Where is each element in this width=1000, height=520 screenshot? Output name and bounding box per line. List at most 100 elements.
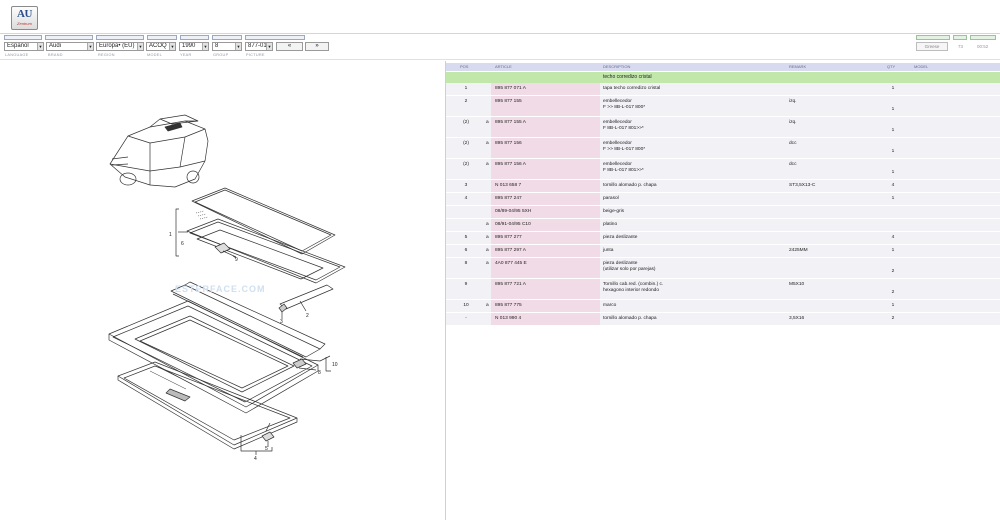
next-button[interactable]: »	[305, 42, 329, 51]
group-select[interactable]: 8 ▼	[212, 42, 242, 51]
cell-variant: a	[486, 222, 489, 227]
cell-article[interactable]: 895 877 155 A	[495, 120, 526, 125]
right-tab-1[interactable]	[916, 35, 950, 40]
article-cell-bg	[491, 258, 600, 278]
tab-2[interactable]	[45, 35, 93, 40]
year-select[interactable]: 1990 ▼	[179, 42, 209, 51]
cell-article[interactable]: 895 877 297 A	[495, 248, 526, 253]
glass-panel	[191, 187, 336, 255]
cell-article[interactable]: N 013 658 7	[495, 183, 522, 188]
prev-button[interactable]: «	[276, 42, 303, 51]
cell-description: embellecedor	[603, 120, 632, 125]
cell-description: embellecedor	[603, 141, 632, 146]
header-description: DESCRIPTION	[603, 64, 631, 69]
label-region: REGION	[98, 53, 115, 57]
cell-remark: ST3,5X13-C	[789, 183, 816, 188]
tab-4[interactable]	[147, 35, 177, 40]
cell-qty: 1	[891, 128, 895, 133]
article-cell-bg	[491, 159, 600, 179]
callout-6[interactable]: 6	[181, 241, 184, 247]
cell-qty: 4	[891, 183, 895, 188]
tab-row	[0, 34, 1000, 41]
article-cell-bg	[491, 245, 600, 257]
cell-description: pieza deslizante	[603, 235, 638, 240]
tab-5[interactable]	[180, 35, 209, 40]
chevron-down-icon: ▼	[266, 43, 272, 50]
article-cell-bg	[491, 83, 600, 95]
label-model: MODEL	[147, 53, 163, 57]
cell-description: pieza deslizante	[603, 261, 638, 266]
region-value: Europa• (EU)	[99, 43, 135, 49]
region-select[interactable]: Europa• (EU) ▼	[96, 42, 144, 51]
tab-3[interactable]	[96, 35, 144, 40]
tab-6[interactable]	[212, 35, 242, 40]
logo-text: AU	[17, 8, 32, 20]
cell-article[interactable]: 08/89-04/95 5XH	[495, 209, 532, 214]
brand-select[interactable]: Audi ▼	[46, 42, 94, 51]
language-select[interactable]: Español ▼	[4, 42, 44, 51]
callout-1[interactable]: 1	[169, 232, 172, 238]
callout-9[interactable]: 9	[235, 257, 238, 263]
model-select[interactable]: ACOQ ▼	[146, 42, 176, 51]
cell-qty: 1	[891, 170, 895, 175]
cell-article[interactable]: 4A0 877 445 E	[495, 261, 527, 266]
watermark-text: ESTERFACE.COM	[175, 284, 266, 294]
right-control-box[interactable]: Greese	[916, 42, 948, 51]
cell-description: junta	[603, 248, 614, 253]
chevron-down-icon: ▼	[235, 43, 241, 50]
cell-pos: 1	[464, 86, 468, 91]
right-tab-3[interactable]	[970, 35, 996, 40]
cell-description: F 8B-L-017 801>>*	[603, 168, 644, 173]
parts-diagram[interactable]: 1 6 9 2 3 10 8 5 4	[0, 61, 446, 520]
picture-select[interactable]: 877-010 ▼	[245, 42, 273, 51]
callout-4[interactable]: 4	[254, 456, 257, 462]
header-article: ARTICLE	[495, 64, 512, 69]
label-group: GROUP	[213, 53, 229, 57]
cell-description: marco	[603, 303, 617, 308]
callout-2[interactable]: 2	[306, 313, 309, 319]
article-cell-bg	[491, 219, 600, 231]
cell-article[interactable]: 08/91-04/95 C10	[495, 222, 531, 227]
article-cell-bg	[491, 180, 600, 192]
right-tab-2[interactable]	[953, 35, 967, 40]
cell-article[interactable]: 895 877 071 A	[495, 86, 526, 91]
cell-article[interactable]: 895 877 277	[495, 235, 522, 240]
callout-8[interactable]: 8	[318, 370, 321, 376]
cell-article[interactable]: 895 877 155	[495, 99, 522, 104]
callout-3[interactable]: 3	[280, 319, 283, 325]
cell-description: embellecedor	[603, 99, 632, 104]
cell-article[interactable]: 895 877 156	[495, 141, 522, 146]
callout-10[interactable]: 10	[332, 362, 338, 368]
page-number: 73	[958, 44, 964, 49]
cell-variant: a	[486, 261, 489, 266]
chevron-down-icon: ▼	[137, 43, 143, 50]
header-pos: POS	[460, 64, 469, 69]
app-logo[interactable]: AU Zentrum	[11, 6, 38, 30]
cell-article[interactable]: 895 877 247	[495, 196, 522, 201]
cell-description: F >> 8B-L-017 800*	[603, 105, 646, 110]
article-cell-bg	[491, 96, 600, 116]
cell-qty: 1	[891, 303, 895, 308]
tab-1[interactable]	[4, 35, 42, 40]
cell-article[interactable]: 895 877 721 A	[495, 282, 526, 287]
tab-7[interactable]	[245, 35, 305, 40]
cell-article[interactable]: 895 877 156 A	[495, 162, 526, 167]
cell-article[interactable]: N 013 990 4	[495, 316, 522, 321]
callout-5[interactable]: 5	[265, 446, 268, 452]
cell-article[interactable]: 895 877 775	[495, 303, 522, 308]
